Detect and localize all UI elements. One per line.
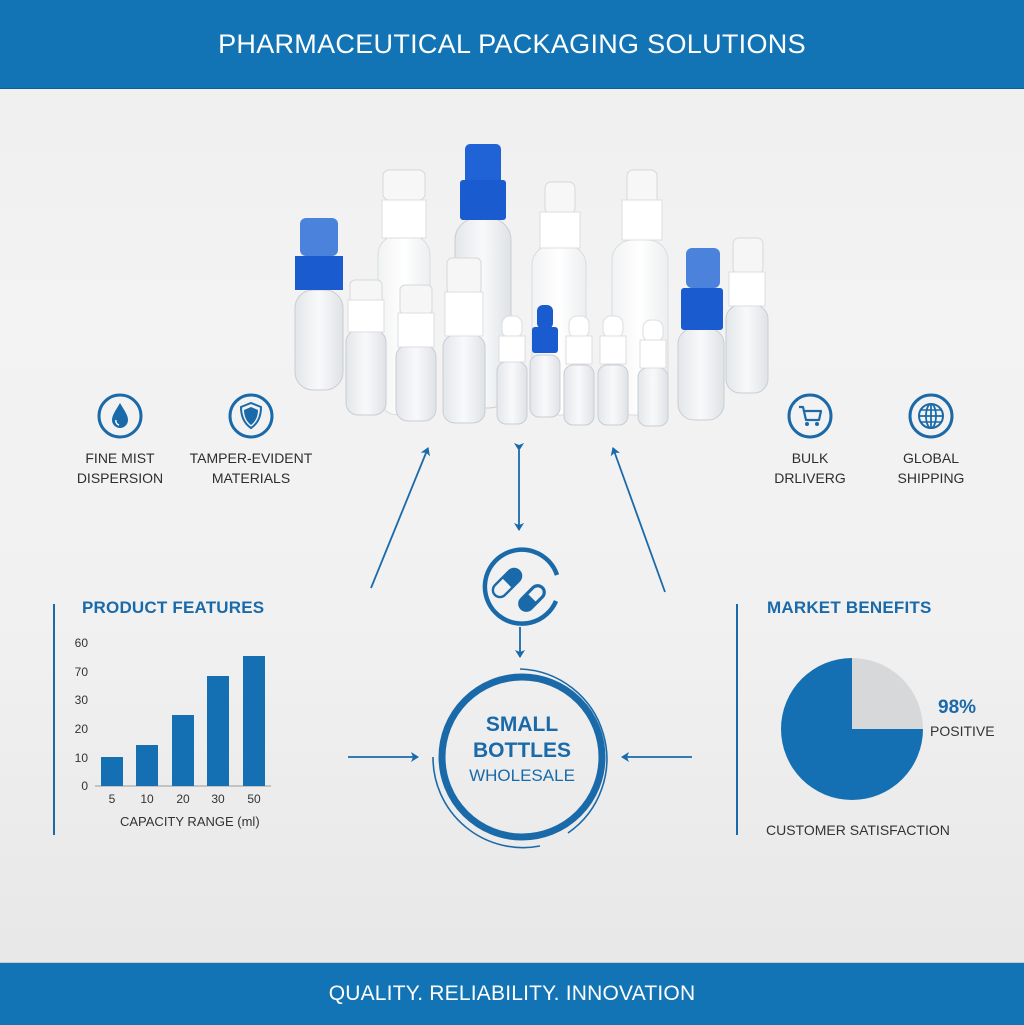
bottle-clear-bluecap-right (677, 248, 725, 421)
y-tick: 0 (81, 779, 88, 793)
bar-5ml (101, 757, 123, 786)
bottle-clear-small-3 (442, 257, 486, 424)
x-tick: 50 (247, 792, 261, 806)
x-tick: 5 (108, 792, 116, 806)
globe-icon (908, 393, 954, 439)
bottle-clear-bluecap-left (294, 218, 344, 391)
pie-chart (781, 658, 923, 800)
center-line-2: BOTTLES (473, 739, 571, 762)
x-tick: 30 (211, 792, 225, 806)
page-title: PHARMACEUTICAL PACKAGING SOLUTIONS (218, 28, 806, 59)
x-tick: 20 (176, 792, 190, 806)
header-banner: PHARMACEUTICAL PACKAGING SOLUTIONS (0, 0, 1024, 89)
center-line-3: WHOLESALE (469, 766, 575, 785)
water-drop-icon (97, 393, 143, 439)
product-features-title: PRODUCT FEATURES (82, 598, 265, 617)
bottle-mini-bluecap (529, 305, 561, 418)
satisfaction-percent-label: POSITIVE (930, 723, 995, 739)
center-outer-arc-right (519, 668, 608, 834)
bottle-mini-3 (597, 315, 629, 426)
satisfaction-percent: 98% (938, 697, 977, 718)
shield-icon (228, 393, 274, 439)
center-label: SMALL BOTTLES WHOLESALE (440, 712, 604, 788)
center-outer-arc-left (432, 756, 541, 849)
footer-tagline: QUALITY. RELIABILITY. INNOVATION (328, 982, 696, 1005)
y-tick: 70 (74, 665, 88, 679)
bar-30ml (207, 676, 229, 786)
pie-slice-other (852, 658, 923, 729)
bottle-mini-4 (637, 319, 669, 427)
y-tick: 10 (74, 751, 88, 765)
bar-50ml (243, 656, 265, 786)
footer-banner: QUALITY. RELIABILITY. INNOVATION (0, 962, 1024, 1025)
bottle-mini-1 (496, 315, 528, 425)
x-tick: 10 (140, 792, 154, 806)
center-line-1: SMALL (485, 713, 559, 736)
market-benefits-title: MARKET BENEFITS (767, 598, 932, 617)
arrow-right-diagonal (610, 447, 666, 593)
bottle-clear-small-2 (395, 284, 437, 422)
center-ring (438, 673, 606, 841)
y-tick: 20 (74, 722, 88, 736)
bottle-mini-2 (563, 315, 595, 426)
x-axis-label: CAPACITY RANGE (ml) (120, 814, 260, 829)
pill-circle-ring (482, 547, 560, 626)
bottle-clear-right-edge (725, 237, 769, 394)
y-tick: 30 (74, 693, 88, 707)
arrow-left-diagonal (370, 447, 430, 589)
pie-caption: CUSTOMER SATISFACTION (766, 822, 950, 838)
bar-20ml (172, 715, 194, 786)
bottle-clear-small-1 (345, 279, 387, 416)
y-tick: 60 (74, 636, 88, 650)
pills-icon (491, 567, 523, 599)
shopping-cart-icon (787, 393, 833, 439)
bar-10ml (136, 745, 158, 786)
